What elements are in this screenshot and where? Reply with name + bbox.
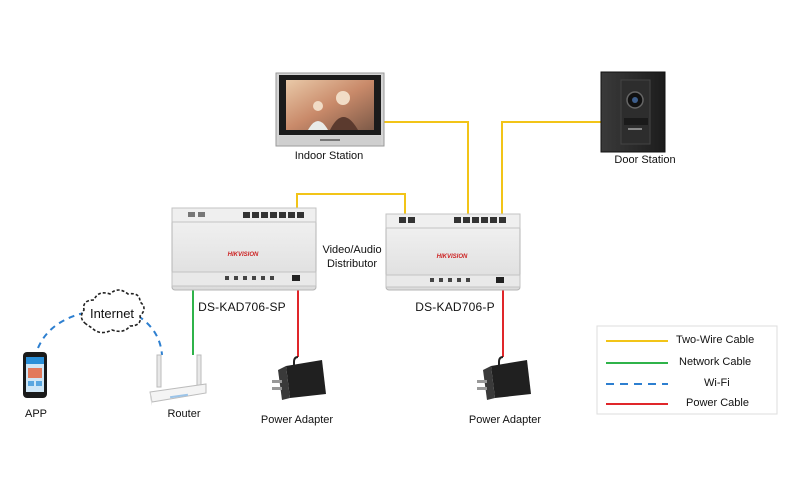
cable-left-to-right-distributor: [296, 193, 406, 218]
cable-indoor-to-right-distributor: [383, 121, 469, 218]
distributor-sp-model: DS-KAD706-SP: [198, 300, 286, 314]
distributor-caption-line2: Distributor: [326, 258, 378, 270]
power-adapter-right-label: Power Adapter: [468, 414, 542, 426]
internet-cloud: [80, 289, 145, 334]
distributor-caption-line1: Video/Audio: [322, 244, 382, 256]
router-label: Router: [167, 408, 201, 420]
power-adapter-right-device: [477, 356, 531, 400]
power-adapter-left-device: [272, 356, 326, 400]
power-cables: [297, 290, 504, 357]
legend-label-wifi: Wi-Fi: [704, 377, 730, 389]
phone-device: [23, 352, 47, 398]
app-label: APP: [24, 408, 48, 420]
power-adapter-left-label: Power Adapter: [260, 414, 334, 426]
legend-label-power: Power Cable: [686, 397, 749, 409]
distributor-p-brand: HIKVISION: [437, 254, 468, 260]
cable-door-to-right-distributor: [501, 121, 602, 218]
legend-label-two-wire: Two-Wire Cable: [676, 334, 755, 346]
distributor-p-model: DS-KAD706-P: [415, 300, 495, 314]
indoor-station-device: [275, 72, 385, 147]
distributor-sp-brand: HIKVISION: [228, 252, 259, 258]
legend-label-network: Network Cable: [679, 356, 752, 368]
distributor-sp-device: HIKVISION: [171, 207, 317, 291]
distributor-p-device: HIKVISION: [385, 213, 521, 291]
indoor-station-label: Indoor Station: [294, 150, 364, 162]
door-station-label: Door Station: [614, 154, 676, 166]
internet-label: Internet: [89, 306, 135, 321]
router-device: [149, 354, 207, 406]
legend: [596, 325, 778, 415]
door-station-device: [600, 71, 666, 153]
